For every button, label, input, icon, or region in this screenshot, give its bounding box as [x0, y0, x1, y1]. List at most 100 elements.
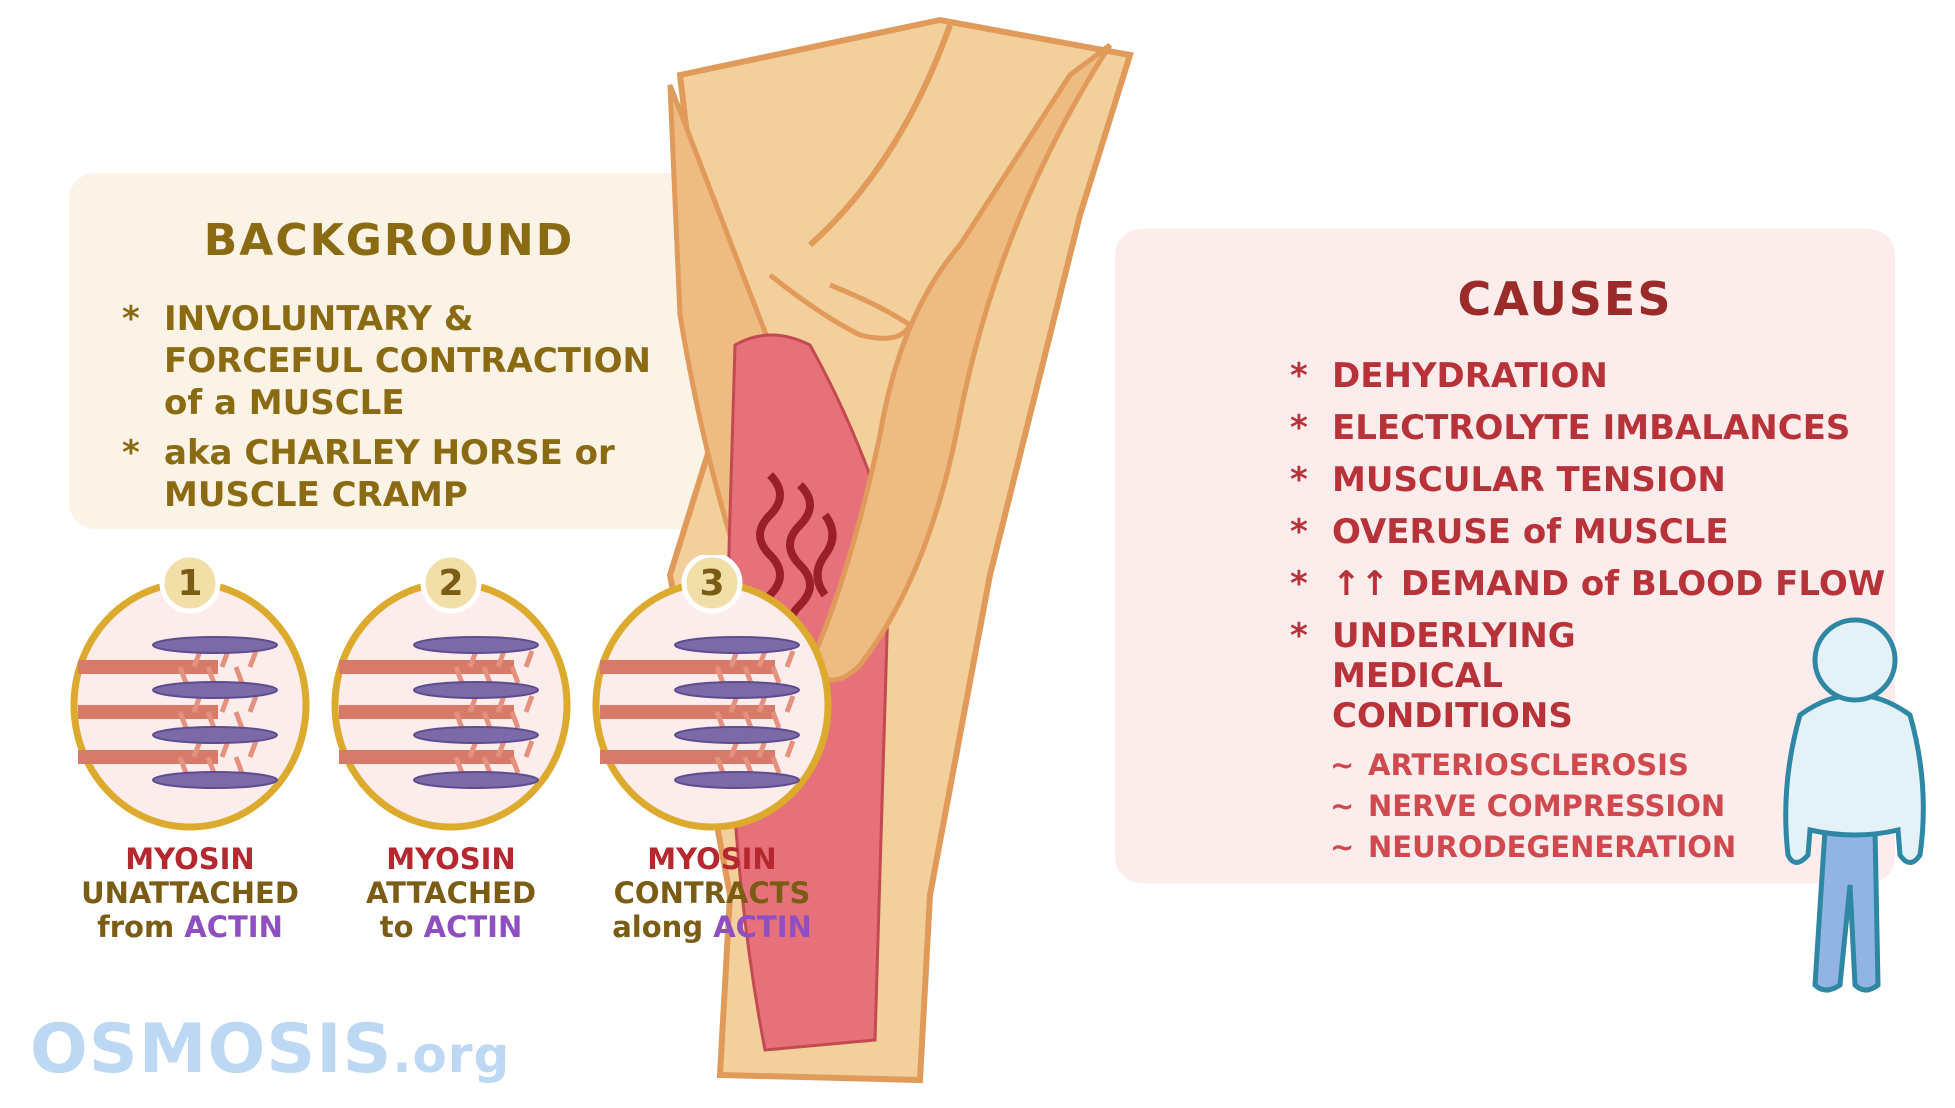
myosin-head	[770, 711, 782, 729]
caption-word: from	[97, 910, 175, 944]
myosin-head	[233, 711, 245, 729]
myosin-head	[756, 740, 768, 758]
causes-list: * DEHYDRATION * ELECTROLYTE IMBALANCES *MU…	[1290, 356, 1890, 871]
step-number-badge	[159, 555, 221, 614]
myosin-head	[770, 666, 782, 684]
myosin-head	[247, 650, 259, 668]
cause-item: * UNDERLYING MEDICAL CONDITIONS	[1290, 616, 1710, 736]
myosin-head	[756, 650, 768, 668]
myosin-head	[509, 756, 521, 774]
causes-panel	[1115, 229, 1895, 883]
tilde-icon: ~	[1330, 830, 1355, 864]
asterisk-icon: *	[1290, 512, 1308, 552]
step-number-badge	[420, 555, 482, 614]
tilde-icon: ~	[1330, 748, 1355, 782]
myosin-head	[523, 695, 535, 713]
cause-sub-item: ~ NEURODEGENERATION	[1330, 830, 1890, 864]
myosin-head	[177, 756, 189, 774]
actin-filament	[674, 771, 800, 789]
myosin-head	[784, 695, 796, 713]
cause-text: UNDERLYING MEDICAL CONDITIONS	[1332, 616, 1576, 736]
actin-filament	[674, 636, 800, 654]
myosin-head	[177, 666, 189, 684]
cause-item: *OVERUSE of MUSCLE	[1290, 512, 1890, 552]
caption-line: MYOSIN	[647, 842, 777, 876]
myosin-head	[453, 711, 465, 729]
myosin-head	[714, 666, 726, 684]
asterisk-icon: *	[1290, 616, 1308, 656]
cause-sub-item: ~ ARTERIOSCLEROSIS	[1330, 748, 1890, 782]
myosin-head	[233, 756, 245, 774]
myosin-head	[247, 740, 259, 758]
caption-word: ACTIN	[184, 910, 283, 944]
causes-title: CAUSES	[1457, 272, 1673, 326]
actin-filament	[152, 636, 278, 654]
step-number-3: 3	[699, 563, 725, 604]
asterisk-icon: *	[1290, 564, 1308, 604]
step-caption-1: MYOSIN UNATTACHED from ACTIN	[60, 842, 320, 944]
caption-word: to	[379, 910, 414, 944]
cause-text: DEHYDRATION	[1332, 356, 1608, 396]
myosin-head	[523, 740, 535, 758]
actin-filament	[674, 726, 800, 744]
background-title: BACKGROUND	[203, 215, 575, 266]
cause-sub-text: NERVE COMPRESSION	[1368, 789, 1726, 823]
logo-text: OSMOSIS	[30, 1010, 393, 1089]
myosin-head	[481, 666, 493, 684]
asterisk-icon: *	[1290, 408, 1308, 448]
actin-filament	[152, 681, 278, 699]
cause-sub-text: ARTERIOSCLEROSIS	[1368, 748, 1689, 782]
caption-word: ACTIN	[423, 910, 523, 944]
caption-line: MYOSIN	[386, 842, 516, 876]
cause-sub-item: ~ NERVE COMPRESSION	[1330, 789, 1890, 823]
logo-suffix: .org	[392, 1026, 511, 1084]
actin-filament	[152, 771, 278, 789]
osmosis-logo: OSMOSIS.org	[30, 1010, 510, 1089]
cause-item: * DEHYDRATION	[1290, 356, 1890, 396]
background-item: *INVOLUNTARY & FORCEFUL CONTRACTION of a…	[122, 298, 682, 424]
myosin-head	[714, 711, 726, 729]
myosin-head	[481, 756, 493, 774]
caption-word: along	[612, 910, 704, 944]
step-numbers: 1 2 3	[60, 555, 850, 845]
myosin-head	[453, 756, 465, 774]
caption-line: MYOSIN	[125, 842, 255, 876]
actin-filament	[413, 726, 539, 744]
caption-line: UNATTACHED	[81, 876, 299, 910]
myosin-head	[481, 711, 493, 729]
cause-item: *MUSCULAR TENSION	[1290, 460, 1890, 500]
myosin-head	[756, 695, 768, 713]
step-number-1: 1	[177, 563, 203, 604]
step-number-2: 2	[438, 563, 464, 604]
asterisk-icon: *	[1290, 356, 1308, 396]
myosin-head	[742, 756, 754, 774]
actin-filament	[152, 726, 278, 744]
actin-filament	[413, 771, 539, 789]
tilde-icon: ~	[1330, 789, 1355, 823]
myosin-head	[784, 650, 796, 668]
caption-word: ACTIN	[713, 910, 812, 944]
cause-sub-text: NEURODEGENERATION	[1368, 830, 1737, 864]
step-caption-2: MYOSIN ATTACHED to ACTIN	[321, 842, 581, 944]
step-number-badge	[681, 555, 743, 614]
myosin-head	[453, 666, 465, 684]
right-hand-icon	[807, 43, 1113, 683]
background-list: *INVOLUNTARY & FORCEFUL CONTRACTION of a…	[122, 298, 682, 524]
myosin-head	[509, 711, 521, 729]
sarcomere-diagrams	[70, 555, 832, 831]
myosin-head	[205, 711, 217, 729]
cause-item: * ELECTROLYTE IMBALANCES	[1290, 408, 1890, 448]
myosin-head	[495, 695, 507, 713]
myosin-head	[714, 756, 726, 774]
myosin-head	[742, 711, 754, 729]
asterisk-icon: *	[1290, 460, 1308, 500]
myosin-head	[495, 740, 507, 758]
myosin-head	[784, 740, 796, 758]
myosin-head	[770, 756, 782, 774]
step-caption-3: MYOSIN CONTRACTS along ACTIN	[582, 842, 842, 944]
caption-line: CONTRACTS	[613, 876, 811, 910]
myosin-head	[247, 695, 259, 713]
caption-line: ATTACHED	[365, 876, 537, 910]
actin-filament	[674, 681, 800, 699]
cause-text: ELECTROLYTE IMBALANCES	[1332, 408, 1851, 448]
